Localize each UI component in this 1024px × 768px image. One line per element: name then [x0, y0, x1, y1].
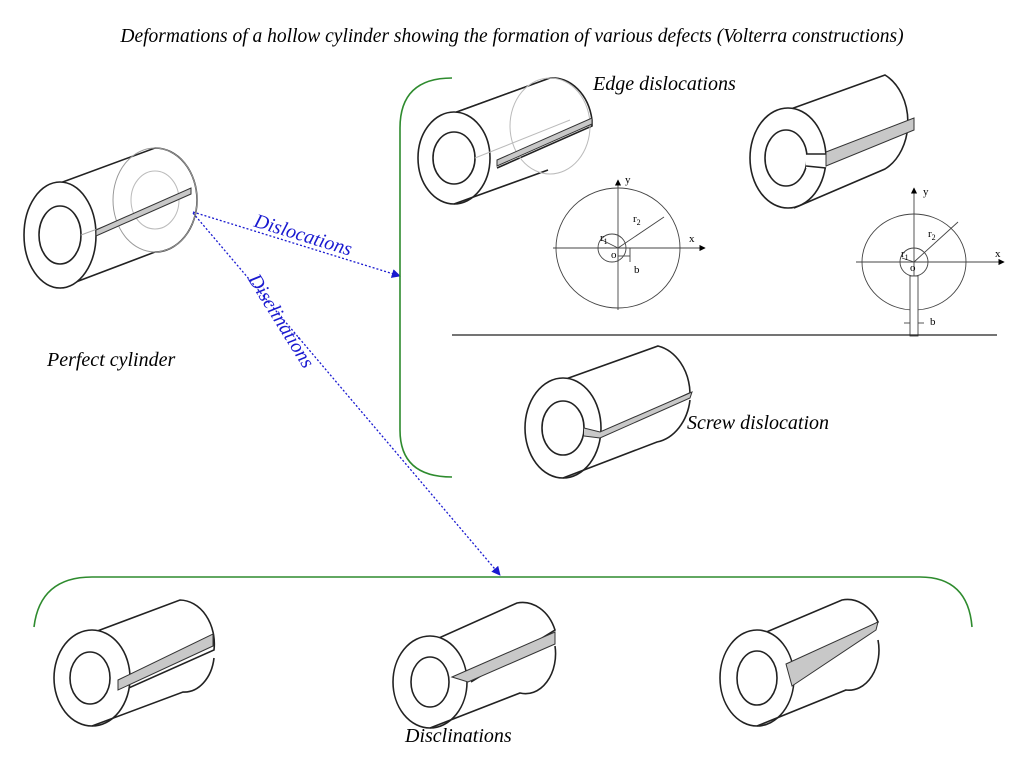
- diagram2-r1-label: r1: [901, 248, 909, 263]
- diagram1-y-label: y: [625, 174, 631, 186]
- figure-title: Deformations of a hollow cylinder showin…: [120, 26, 904, 47]
- diagram1-x-label: x: [689, 233, 695, 245]
- disclinations-label: Disclinations: [405, 725, 512, 747]
- diagram2-y-label: y: [923, 186, 929, 198]
- diagram2-o-label: o: [910, 262, 916, 274]
- dislocations-bracket: [399, 77, 453, 478]
- dislocations-arrow: [192, 211, 401, 278]
- diagram2-b-label: b: [930, 316, 936, 328]
- disclinations-arrow: [192, 212, 501, 576]
- diagram2-x-label: x: [995, 248, 1001, 260]
- disclinations-bracket: [33, 576, 973, 628]
- edge-dislocation-cylinder-1: [417, 77, 593, 205]
- perfect-cylinder: [23, 147, 198, 289]
- diagram1-b-label: b: [634, 264, 640, 276]
- diagram1-r1-label: r1: [600, 232, 608, 247]
- edge-dislocation-cylinder-2: [749, 74, 915, 209]
- perfect-cylinder-label: Perfect cylinder: [47, 349, 176, 371]
- edge-diagram-2: [856, 187, 1005, 337]
- edge-diagram-1: [553, 179, 706, 310]
- screw-dislocation-label: Screw dislocation: [687, 412, 830, 434]
- diagram1-r2-label: r2: [633, 213, 641, 228]
- disclination-cylinder-3: [719, 598, 880, 727]
- diagram1-o-label: o: [611, 249, 617, 261]
- disclination-cylinder-2: [392, 601, 557, 729]
- screw-dislocation-cylinder: [524, 345, 693, 479]
- edge-dislocations-label: Edge dislocations: [593, 73, 736, 95]
- disclination-cylinder-1: [53, 599, 216, 727]
- diagram2-r2-label: r2: [928, 228, 936, 243]
